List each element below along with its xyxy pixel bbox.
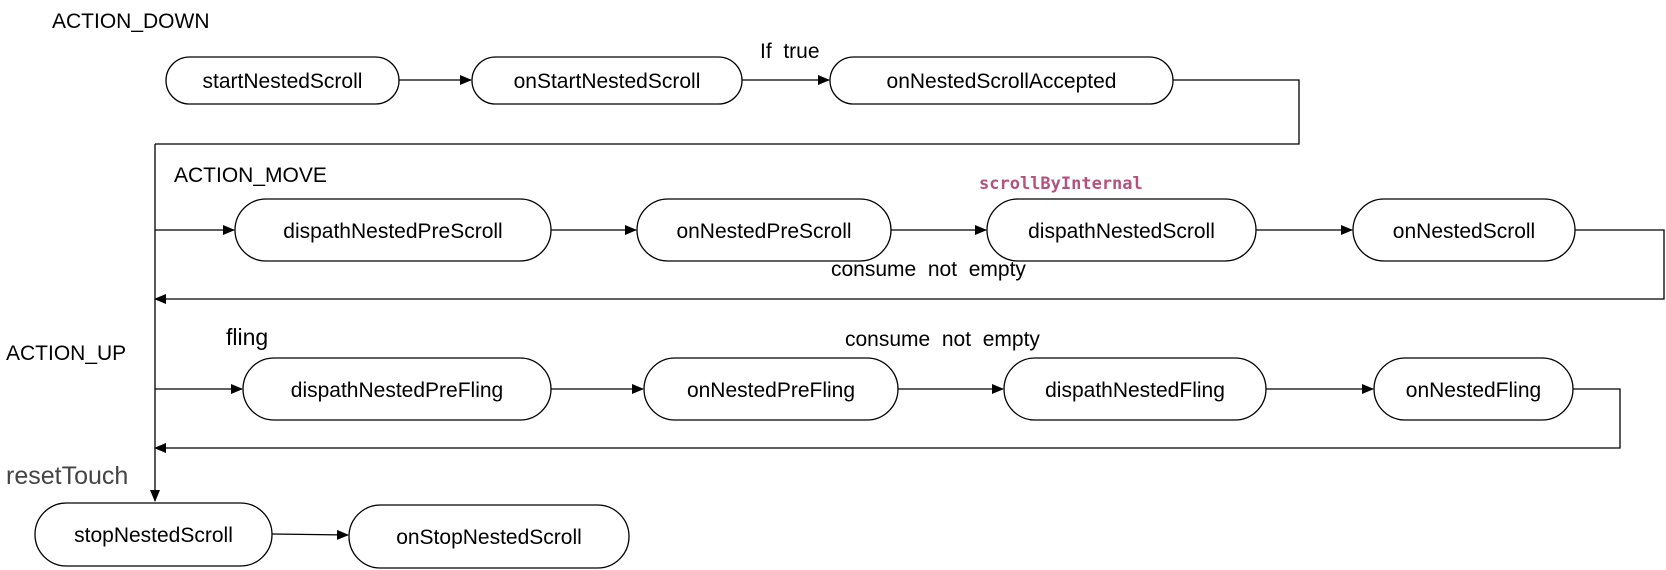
section-label-action-move: ACTION_MOVE (174, 164, 327, 187)
connectors (150, 75, 1665, 540)
edge-on-scroll-loop-back (154, 229, 1665, 304)
edge-stop-to-on-stop (271, 529, 349, 540)
section-label-action-up: ACTION_UP (6, 342, 126, 365)
node-label: onNestedFling (1406, 379, 1541, 402)
node-label: dispathNestedScroll (1028, 220, 1215, 243)
node-start-nested-scroll: startNestedScroll (165, 56, 400, 105)
node-on-nested-pre-fling: onNestedPreFling (643, 357, 899, 421)
node-label: dispathNestedFling (1045, 379, 1225, 402)
annotation-reset-touch: resetTouch (6, 462, 128, 490)
node-label: onNestedPreScroll (676, 220, 851, 243)
node-on-nested-pre-scroll: onNestedPreScroll (636, 198, 892, 262)
node-dispatch-nested-scroll: dispathNestedScroll (986, 198, 1257, 262)
edge-on-fling-loop-back (154, 388, 1621, 453)
edge-accepted-to-move-section (155, 79, 1300, 145)
annotation-fling: fling (226, 324, 268, 350)
node-on-start-nested-scroll: onStartNestedScroll (471, 56, 743, 105)
condition-label-if-true: If true (760, 40, 820, 63)
node-on-nested-scroll-accepted: onNestedScrollAccepted (829, 56, 1174, 105)
condition-label-consume-move: consume not empty (831, 258, 1026, 281)
node-label: onStartNestedScroll (514, 70, 701, 93)
node-label: dispathNestedPreScroll (283, 220, 502, 243)
node-label: dispathNestedPreFling (291, 379, 503, 402)
node-on-nested-fling: onNestedFling (1373, 357, 1574, 421)
annotation-scroll-by-internal: scrollByInternal (979, 174, 1143, 194)
node-dispatch-nested-fling: dispathNestedFling (1003, 357, 1267, 421)
node-dispatch-nested-pre-fling: dispathNestedPreFling (242, 357, 552, 421)
node-label: onNestedScroll (1393, 220, 1535, 243)
node-on-nested-scroll: onNestedScroll (1352, 198, 1576, 262)
node-label: onNestedScrollAccepted (887, 70, 1117, 93)
section-label-action-down: ACTION_DOWN (52, 10, 210, 33)
node-label: startNestedScroll (203, 70, 363, 93)
node-on-stop-nested-scroll: onStopNestedScroll (348, 504, 630, 569)
node-label: stopNestedScroll (74, 524, 233, 547)
node-dispatch-nested-pre-scroll: dispathNestedPreScroll (234, 198, 552, 262)
node-stop-nested-scroll: stopNestedScroll (34, 502, 273, 567)
node-label: onNestedPreFling (687, 379, 855, 402)
node-label: onStopNestedScroll (396, 526, 582, 549)
condition-label-consume-fling: consume not empty (845, 328, 1040, 351)
